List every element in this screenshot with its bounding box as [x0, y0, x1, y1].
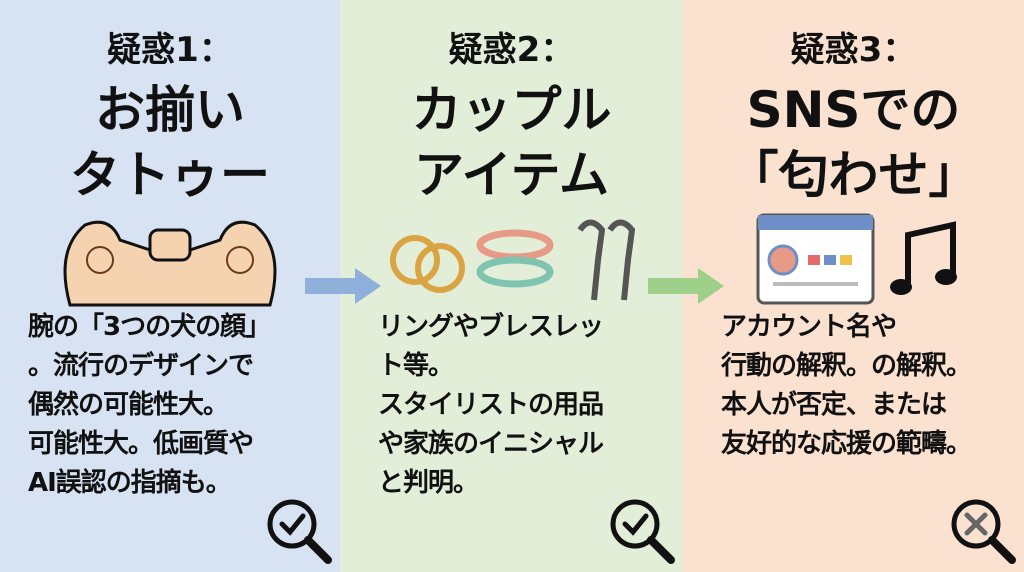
body-line: AI誤認の指摘も。 [28, 468, 232, 498]
panel-suspicion-1: 疑惑1： お揃い タトゥー 腕の「3つの犬の顔」 。流行のデザインで 偶然の可能… [0, 0, 340, 572]
body-line: 。流行のデザインで [28, 351, 254, 381]
magnifier-cross-icon [951, 499, 1016, 564]
panel-title-line: カップル [411, 81, 612, 139]
sns-profile-music-icon [756, 213, 957, 305]
body-line: スタイリストの用品 [378, 390, 604, 420]
panel-label: 疑惑2： [448, 30, 575, 70]
body-line: 偶然の可能性大。 [28, 390, 229, 420]
panel-title-line: アイテム [414, 146, 609, 204]
panel-title-line: お揃い [95, 81, 245, 139]
panel-title-line: タトゥー [70, 146, 270, 204]
panel-suspicion-2: 疑惑2： カップル アイテム リングやブレスレッ ト等。 スタイリストの用品 や… [340, 0, 683, 572]
panel-title-line: 「匂わせ」 [728, 146, 979, 204]
panel-suspicion-3: 疑惑3： SNSでの 「匂わせ」 アカウント名や 行動の解釈。の解釈。 本人が否… [683, 0, 1024, 572]
arrow-right-icon [305, 268, 381, 304]
body-line: と判明。 [378, 468, 479, 498]
body-line: 腕の「3つの犬の顔」 [28, 312, 271, 342]
panel-body: リングやブレスレッ ト等。 スタイリストの用品 や家族のイニシャル と判明。 [378, 308, 604, 503]
panel-body: アカウント名や 行動の解釈。の解釈。 本人が否定、または 友好的な応援の範疇。 [721, 308, 972, 464]
panel-label: 疑惑1： [107, 30, 233, 70]
body-line: アカウント名や [721, 312, 897, 342]
arm-wrestle-tattoo-icon [63, 220, 277, 307]
body-line: ト等。 [378, 351, 454, 381]
magnifier-check-icon [267, 499, 332, 564]
body-line: 行動の解釈。の解釈。 [721, 351, 972, 381]
panel-body: 腕の「3つの犬の顔」 。流行のデザインで 偶然の可能性大。 可能性大。低画質や … [28, 308, 271, 503]
arrow-right-icon [648, 268, 724, 304]
panel-title-line: SNSでの [746, 81, 961, 139]
body-line: リングやブレスレッ [378, 312, 604, 342]
body-line: 可能性大。低画質や [28, 429, 254, 459]
magnifier-check-icon [610, 499, 675, 564]
body-line: 友好的な応援の範疇。 [721, 429, 972, 459]
panel-label: 疑惑3： [790, 30, 917, 70]
body-line: や家族のイニシャル [378, 429, 604, 459]
body-line: 本人が否定、または [721, 390, 947, 420]
rings-bracelet-earphones-icon [390, 219, 636, 301]
